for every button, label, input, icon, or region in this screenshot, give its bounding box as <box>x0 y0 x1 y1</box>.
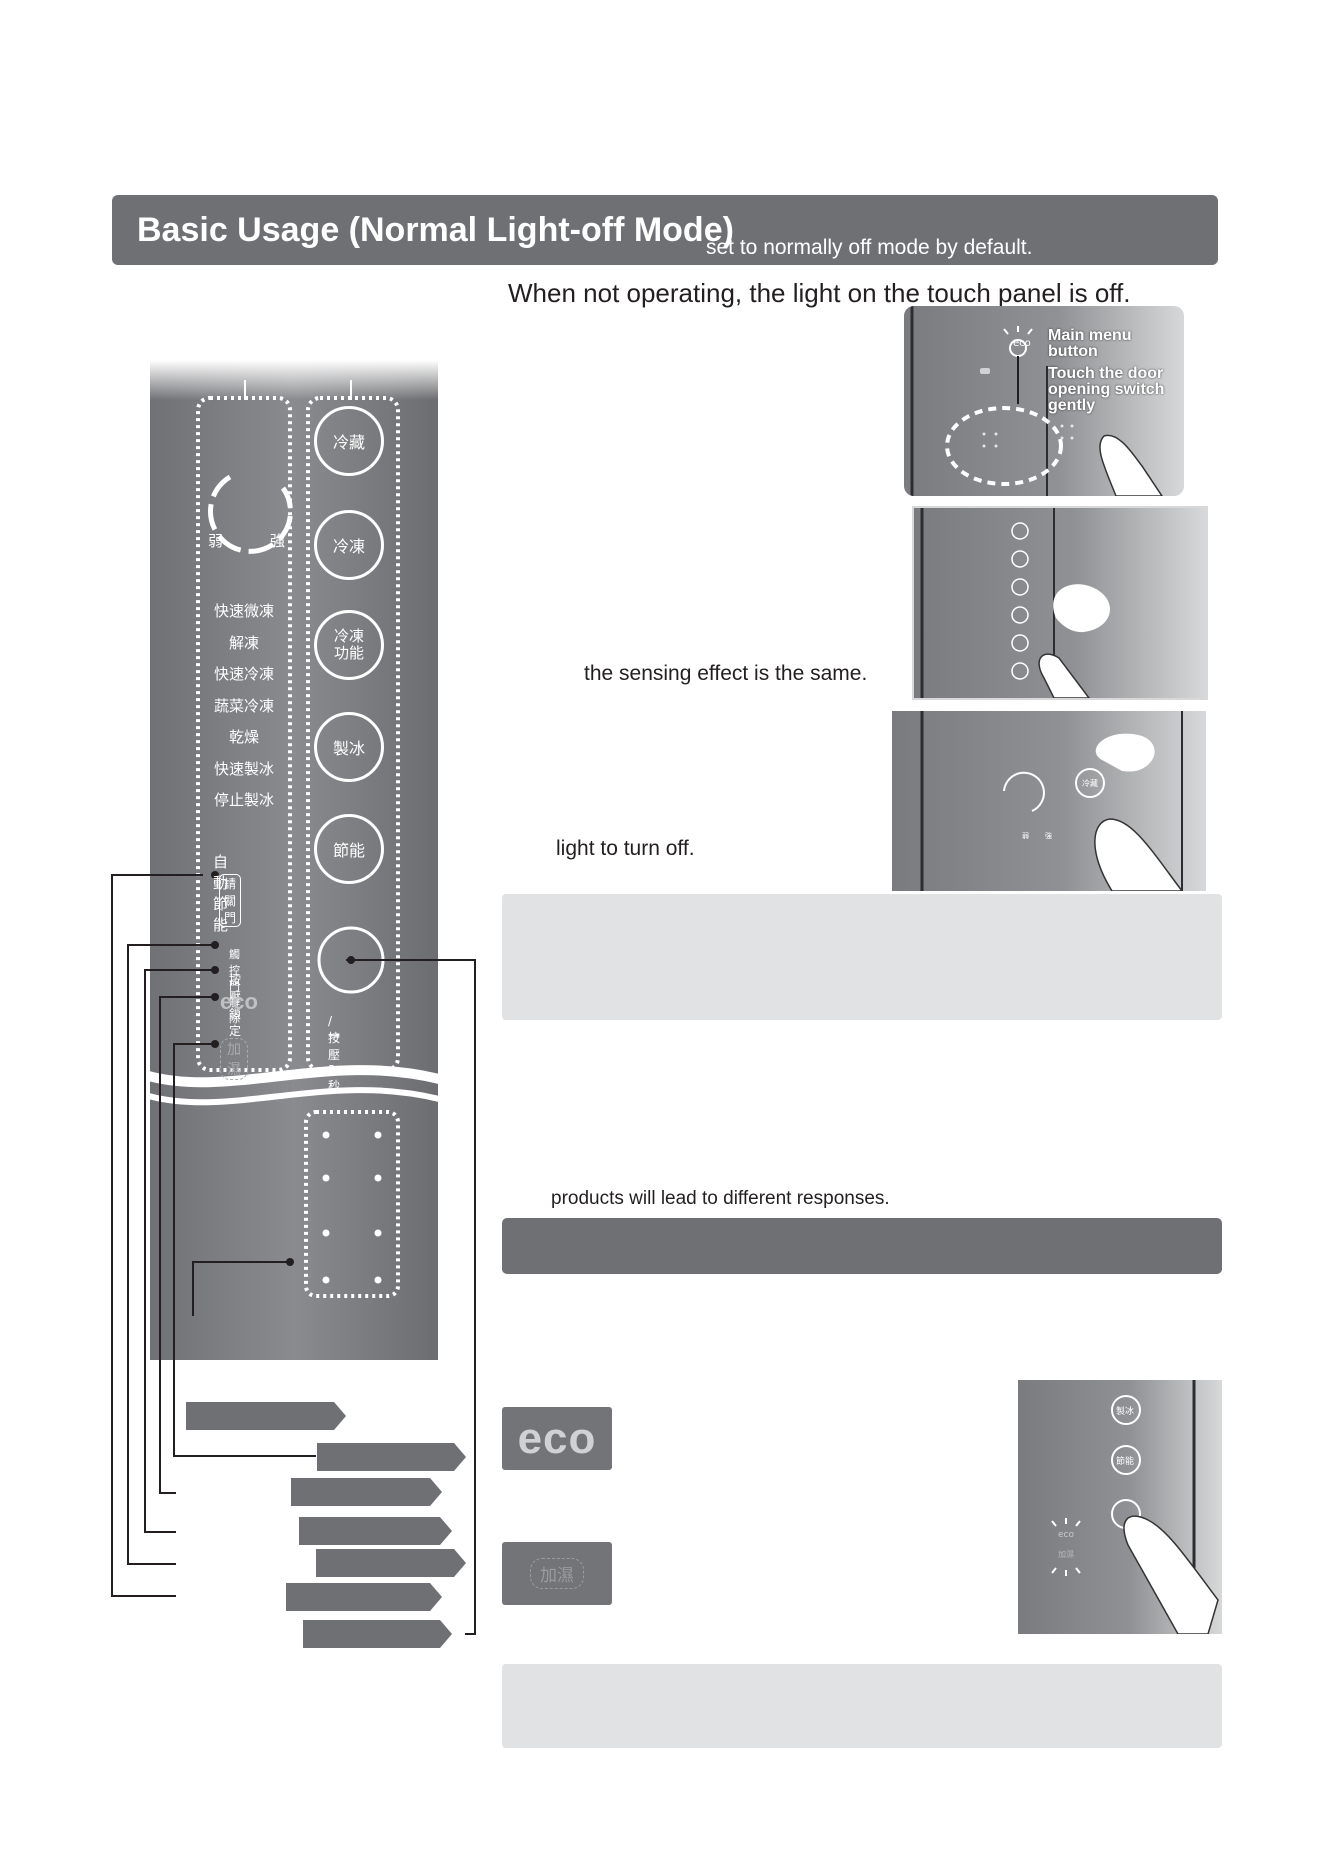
photo-main-menu: eco Main menu button Touch the door open… <box>904 306 1184 496</box>
note-box <box>502 894 1222 1020</box>
hold-3sec-label: 按壓3秒 <box>328 1031 341 1093</box>
photo3-fridge-label: 冷藏 <box>1082 779 1098 788</box>
photo-fridge-press: 冷藏 弱 強 <box>892 711 1206 891</box>
photo4-humid-label: 加濕 <box>1058 1550 1074 1559</box>
humidify-label: 加濕 <box>220 1038 248 1080</box>
mode-item: 停止製冰 <box>213 791 274 809</box>
auto-save-label: 自動節能 <box>213 853 229 934</box>
ice-button-icon: 製冰 <box>314 712 384 782</box>
photo4-eco-label: eco <box>1058 1530 1074 1540</box>
mode-item: 快速製冰 <box>213 759 274 778</box>
door-switch-label: Touch the door opening switch gently <box>1048 365 1165 414</box>
eco-label: eco <box>220 989 258 1014</box>
humidify-icon: 加濕 <box>502 1542 612 1605</box>
products-text: products will lead to different response… <box>551 1188 890 1209</box>
fridge-button-icon: 冷藏 <box>314 406 384 476</box>
photo-buttons-lit <box>912 506 1208 700</box>
header-bar <box>112 195 1218 265</box>
mode-item: 解凍 <box>228 633 259 652</box>
control-panel-illustration <box>143 360 445 1360</box>
section-bar <box>502 1218 1222 1274</box>
photo1-eco-text: eco <box>1013 338 1031 349</box>
photo4-save-label: 節能 <box>1116 1457 1135 1467</box>
eco-icon: eco <box>502 1407 612 1470</box>
freezer-button-icon: 冷凍 <box>314 510 384 580</box>
photo3-weak: 弱 <box>1022 832 1029 840</box>
dial-weak-label: 弱 <box>208 532 224 550</box>
bottom-note-box <box>502 1664 1222 1748</box>
photo4-ice-label: 製冰 <box>1116 1407 1135 1417</box>
close-door-label: 請關門 <box>219 874 242 927</box>
mode-item: 快速冷凍 <box>213 665 274 683</box>
mode-item: 乾燥 <box>228 728 259 746</box>
freeze-function-button-icon: 冷凍功能 <box>314 610 384 680</box>
mode-list: 快速微凍 解凍 快速冷凍 蔬菜冷凍 乾燥 快速製冰 停止製冰 <box>200 596 288 817</box>
sensing-text: the sensing effect is the same. <box>584 662 868 685</box>
main-menu-button-label: Main menu button <box>1048 327 1132 360</box>
lock-label: 按壓鎖定 <box>229 973 242 1038</box>
turn-off-text: light to turn off. <box>556 837 695 860</box>
door-release-label: 觸控門解除 <box>229 948 240 1025</box>
lock-symbol: / ⊶ <box>328 1014 340 1042</box>
page-title: Basic Usage (Normal Light-off Mode) <box>137 211 734 249</box>
dial-strong-label: 強 <box>270 532 286 550</box>
mode-item: 快速微凍 <box>213 602 274 620</box>
mode-item: 蔬菜冷凍 <box>213 696 274 715</box>
page-subtitle: set to normally off mode by default. <box>706 236 1033 259</box>
eco-save-button-icon: 節能 <box>314 814 384 884</box>
photo3-strong: 強 <box>1045 832 1052 840</box>
intro-text: When not operating, the light on the tou… <box>508 278 1131 308</box>
photo-hold-button: 製冰 節能 eco 加濕 <box>1018 1380 1222 1634</box>
